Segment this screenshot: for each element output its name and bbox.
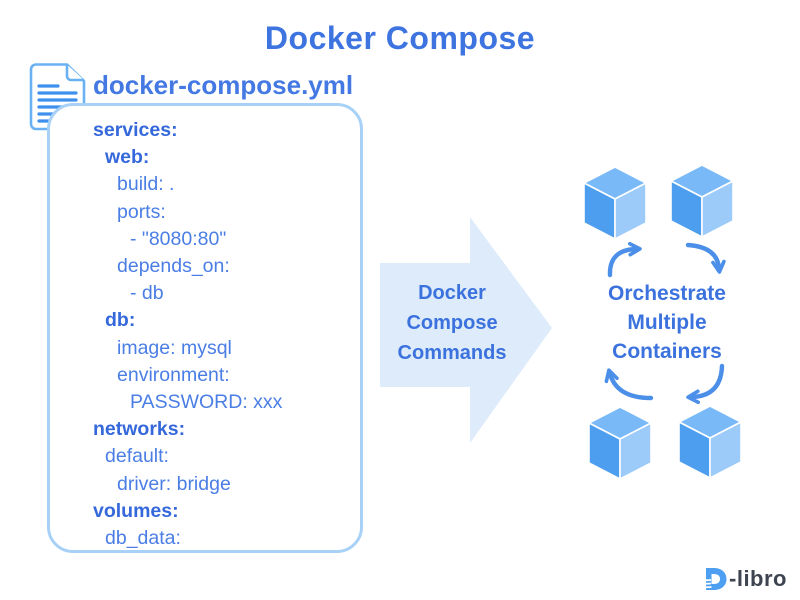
container-cube-top-left xyxy=(583,166,647,240)
container-cube-top-right xyxy=(670,164,734,238)
code-line: ports: xyxy=(117,200,166,223)
code-line: driver: bridge xyxy=(117,472,231,495)
code-line: web: xyxy=(105,146,150,169)
code-line: volumes: xyxy=(93,499,179,522)
page-title: Docker Compose xyxy=(264,20,536,56)
code-line: networks: xyxy=(93,418,186,441)
code-line: build: . xyxy=(117,173,175,196)
code-line: - db xyxy=(130,282,164,305)
dlibro-logo-text: -libro xyxy=(729,566,787,591)
compose-file-box: services: web: build: . ports: - "8080:8… xyxy=(47,103,363,553)
code-line: - "8080:80" xyxy=(130,227,227,250)
cycle-arrow-top-icon xyxy=(607,241,642,278)
code-line: environment: xyxy=(117,363,230,386)
code-line: db: xyxy=(105,309,136,332)
cycle-arrow-bottom-icon xyxy=(686,363,725,405)
right-block-arrow-icon xyxy=(380,217,552,443)
code-line: PASSWORD: xxx xyxy=(130,391,283,414)
cycle-arrow-right-icon xyxy=(685,242,726,274)
code-line: image: mysql xyxy=(117,336,232,359)
commands-arrow-label: Docker Compose Commands xyxy=(397,282,507,364)
container-cube-bottom-right xyxy=(678,405,742,479)
code-line: depends_on: xyxy=(117,255,230,278)
dlibro-d-icon xyxy=(701,568,727,590)
dlibro-logo: -libro xyxy=(701,565,787,593)
code-line: db_data: xyxy=(105,527,181,550)
container-cube-bottom-left xyxy=(588,406,652,480)
orchestrate-label: Orchestrate Multiple Containers xyxy=(608,282,726,363)
file-name-label: docker-compose.yml xyxy=(93,70,354,100)
code-line: default: xyxy=(105,445,169,468)
code-line: services: xyxy=(93,119,178,141)
cycle-arrow-left-icon xyxy=(604,368,654,401)
